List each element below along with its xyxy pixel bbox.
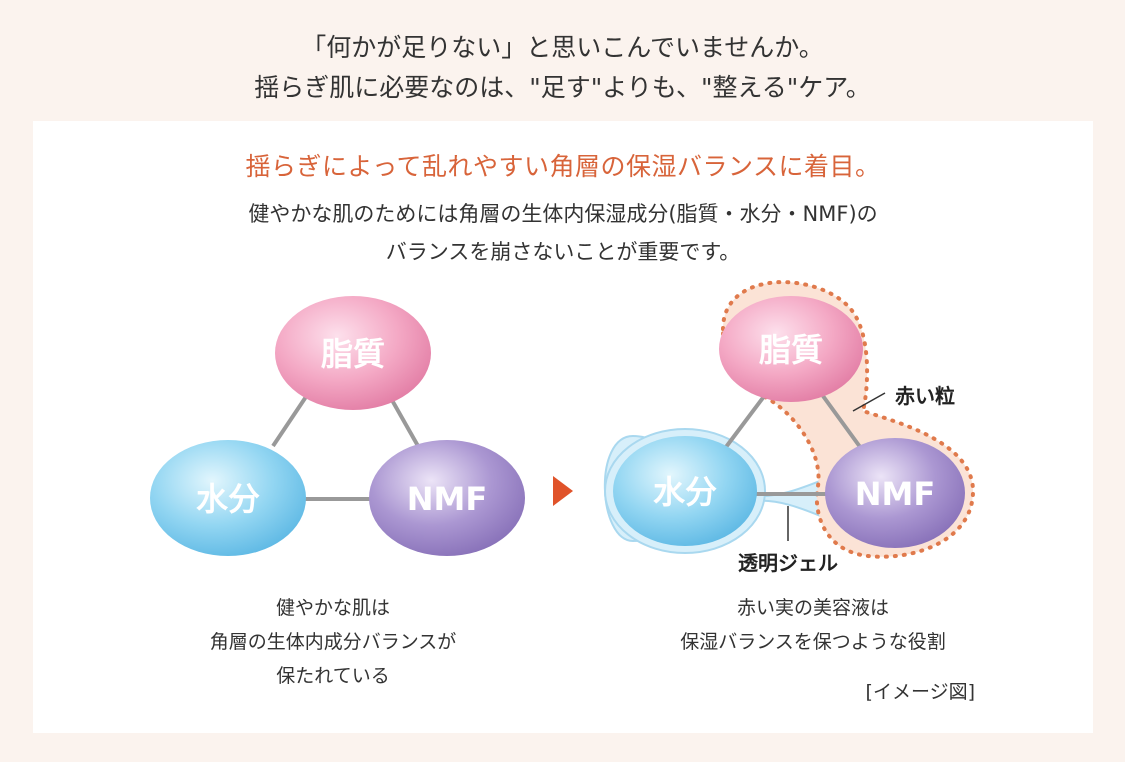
water-bubble — [150, 440, 306, 556]
content-panel: 揺らぎによって乱れやすい角層の保湿バランスに着目。 健やかな肌のためには角層の生… — [33, 121, 1093, 733]
caption-left: 健やかな肌は 角層の生体内成分バランスが 保たれている — [183, 591, 483, 693]
right-diagram: 脂質 水分 NMF 赤い粒 透明ジェル — [603, 280, 976, 575]
nmf-label: NMF — [407, 480, 487, 518]
balance-diagram: 脂質 水分 NMF 脂質 水分 NMF 赤い粒 — [150, 280, 976, 575]
intro-line-2: 揺らぎ肌に必要なのは、"足す"よりも、"整える"ケア。 — [254, 73, 871, 102]
lipid-label: 脂質 — [321, 335, 385, 373]
r-nmf-bubble — [825, 438, 965, 548]
headline: 揺らぎによって乱れやすい角層の保湿バランスに着目。 — [245, 152, 881, 181]
description-line-1: 健やかな肌のためには角層の生体内保湿成分(脂質・水分・NMF)の — [248, 202, 878, 226]
r-nmf-label: NMF — [855, 475, 935, 513]
intro-line-1: 「何かが足りない」と思いこんでいませんか。 — [301, 33, 824, 62]
caption-right: 赤い実の美容液は 保湿バランスを保つような役割 — [643, 591, 983, 659]
description-line-2: バランスを崩さないことが重要です。 — [385, 240, 741, 264]
connector-r-lipid-nmf — [821, 394, 865, 453]
r-lipid-label: 脂質 — [759, 331, 823, 369]
caption-left-line-2: 角層の生体内成分バランスが — [209, 631, 457, 653]
caption-right-line-1: 赤い実の美容液は — [736, 597, 889, 619]
r-lipid-bubble — [719, 296, 863, 402]
caption-left-line-3: 保たれている — [276, 665, 390, 687]
r-water-bubble — [613, 436, 757, 546]
caption-right-line-2: 保湿バランスを保つような役割 — [680, 631, 946, 653]
image-note: [イメージ図] — [865, 681, 975, 703]
description: 健やかな肌のためには角層の生体内保湿成分(脂質・水分・NMF)の バランスを崩さ… — [33, 195, 1093, 271]
water-label: 水分 — [196, 480, 260, 518]
nmf-bubble — [369, 440, 525, 556]
lipid-bubble — [275, 296, 431, 410]
left-diagram: 脂質 水分 NMF — [150, 296, 525, 556]
red-particle-label: 赤い粒 — [895, 384, 955, 408]
connector-r-lipid-water — [721, 389, 770, 453]
intro-text: 「何かが足りない」と思いこんでいませんか。 揺らぎ肌に必要なのは、"足す"よりも… — [0, 28, 1125, 108]
r-water-label: 水分 — [653, 473, 717, 511]
arrow-right-icon — [553, 476, 573, 506]
red-particle-leader — [852, 392, 886, 412]
gel-label: 透明ジェル — [738, 551, 838, 575]
caption-left-line-1: 健やかな肌は — [275, 597, 390, 619]
